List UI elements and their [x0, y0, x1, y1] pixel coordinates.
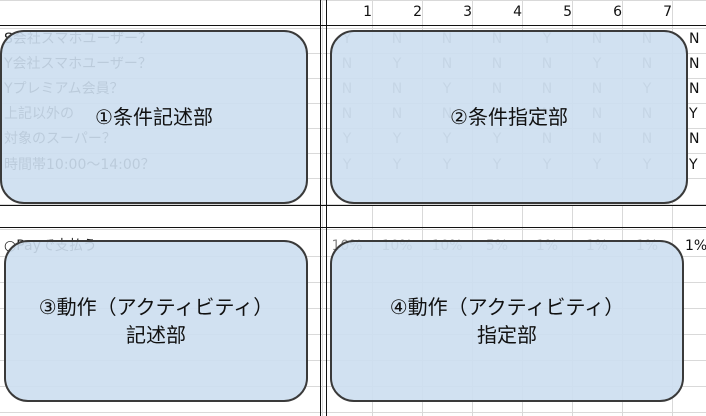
- panel-4-title: ④動作（アクティビティ）: [389, 295, 625, 319]
- panel-1-title: ①条件記述部: [95, 105, 213, 129]
- rule-number-header[interactable]: 1: [363, 4, 372, 20]
- condition-value-cell[interactable]: N: [689, 56, 700, 72]
- condition-description-panel: ①条件記述部: [0, 30, 308, 204]
- condition-specification-panel: ②条件指定部: [330, 30, 688, 204]
- row-gridline: [0, 412, 706, 413]
- rule-number-header[interactable]: 2: [413, 4, 422, 20]
- action-description-panel: ③動作（アクティビティ） 記述部: [4, 240, 308, 402]
- section-divider-vertical: [326, 0, 327, 416]
- column-gridline: [322, 0, 323, 416]
- column-gridline: [422, 0, 423, 416]
- panel-3-subtitle: 記述部: [126, 323, 186, 347]
- section-divider-horizontal: [0, 205, 706, 206]
- row-gridline: [0, 204, 706, 205]
- condition-value-cell[interactable]: Y: [689, 157, 698, 173]
- condition-value-cell[interactable]: Y: [689, 106, 698, 122]
- panel-2-title: ②条件指定部: [450, 105, 568, 129]
- column-gridline: [472, 0, 473, 416]
- panel-4-subtitle: 指定部: [477, 323, 537, 347]
- rule-number-header[interactable]: 4: [513, 4, 522, 20]
- section-divider-horizontal: [0, 227, 706, 228]
- column-gridline: [622, 0, 623, 416]
- rule-number-header[interactable]: 3: [463, 4, 472, 20]
- condition-value-cell[interactable]: N: [689, 31, 700, 47]
- column-gridline: [372, 0, 373, 416]
- action-value-cell[interactable]: 1%: [685, 238, 706, 254]
- action-specification-panel: ④動作（アクティビティ） 指定部: [330, 240, 684, 402]
- rule-number-header[interactable]: 7: [663, 4, 672, 20]
- condition-value-cell[interactable]: N: [689, 131, 700, 147]
- row-gridline: [0, 229, 706, 230]
- column-gridline: [522, 0, 523, 416]
- rule-number-header[interactable]: 5: [563, 4, 572, 20]
- row-gridline: [0, 28, 706, 29]
- condition-value-cell[interactable]: N: [689, 81, 700, 97]
- row-gridline: [0, 0, 706, 1]
- column-gridline: [672, 0, 673, 416]
- rule-number-header[interactable]: 6: [613, 4, 622, 20]
- panel-3-title: ③動作（アクティビティ）: [38, 295, 274, 319]
- section-divider-vertical: [320, 0, 321, 416]
- column-gridline: [572, 0, 573, 416]
- section-divider-horizontal: [0, 25, 706, 26]
